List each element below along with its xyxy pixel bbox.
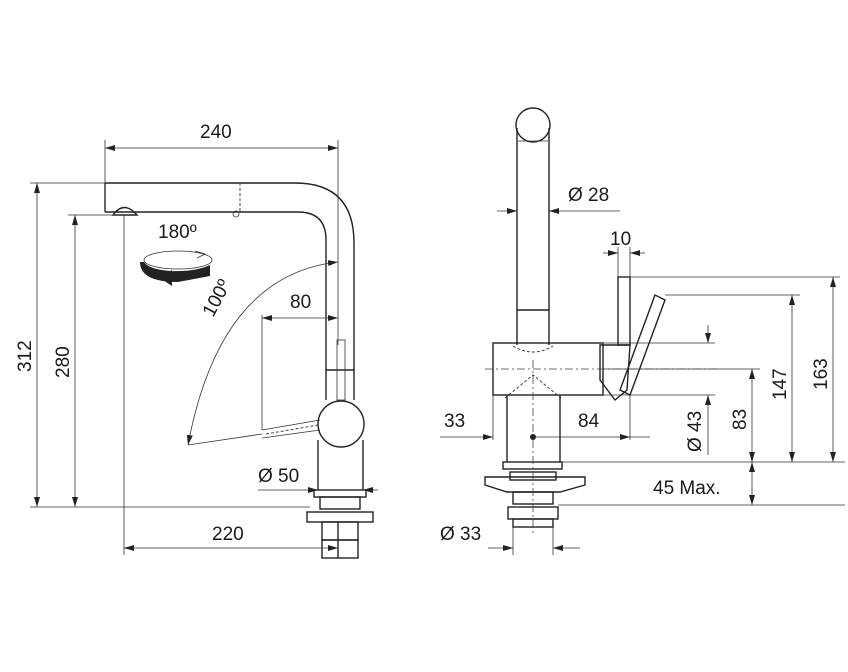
dim-label-45-max: 45 Max. [653, 478, 721, 499]
dimension-312: 312 [15, 182, 310, 508]
dimension-diameter-33: Ø 33 [440, 524, 580, 555]
front-view: Ø 28 10 33 84 Ø 43 [440, 107, 845, 555]
dimension-220: 220 [123, 215, 338, 555]
dim-label-diameter-50: Ø 50 [258, 466, 299, 487]
dimension-45-max: 45 Max. [558, 461, 845, 506]
side-view: 240 312 280 220 Ø 50 80 [15, 122, 378, 559]
dimension-angle-100: 100º [186, 260, 339, 446]
dimension-163: 163 [630, 276, 840, 462]
dim-label-312: 312 [15, 340, 36, 372]
dimension-diameter-50: Ø 50 [258, 466, 378, 493]
dim-label-80: 80 [290, 292, 311, 313]
dimension-diameter-43: Ø 43 [603, 325, 715, 455]
dimension-240: 240 [104, 122, 339, 345]
faucet-side-outline [104, 182, 374, 559]
dim-label-84: 84 [578, 411, 600, 432]
dim-label-220: 220 [212, 524, 244, 545]
dim-label-10: 10 [610, 229, 631, 250]
dim-label-147: 147 [770, 368, 791, 400]
faucet-front-outline [484, 107, 720, 535]
dim-label-diameter-28: Ø 28 [568, 185, 609, 206]
dim-label-33: 33 [444, 411, 465, 432]
dimension-33: 33 [440, 395, 494, 440]
dimension-diameter-28: Ø 28 [497, 185, 620, 214]
dim-label-240: 240 [200, 122, 232, 143]
dimension-280: 280 [53, 214, 120, 507]
rotation-arrow-icon [140, 250, 213, 286]
dimension-10: 10 [603, 229, 645, 277]
dim-label-163: 163 [811, 358, 832, 390]
swivel-angle-label: 180º [158, 222, 197, 243]
dim-label-100-degrees: 100º [199, 276, 236, 320]
dim-label-diameter-43: Ø 43 [685, 411, 706, 452]
dimension-84: 84 [533, 395, 650, 440]
dim-label-diameter-33: Ø 33 [440, 524, 481, 545]
dim-label-83: 83 [730, 409, 751, 430]
dim-label-280: 280 [53, 346, 74, 378]
dimension-147: 147 [665, 294, 800, 462]
swivel-indicator: 180º [140, 222, 213, 286]
dimension-83: 83 [603, 368, 760, 462]
